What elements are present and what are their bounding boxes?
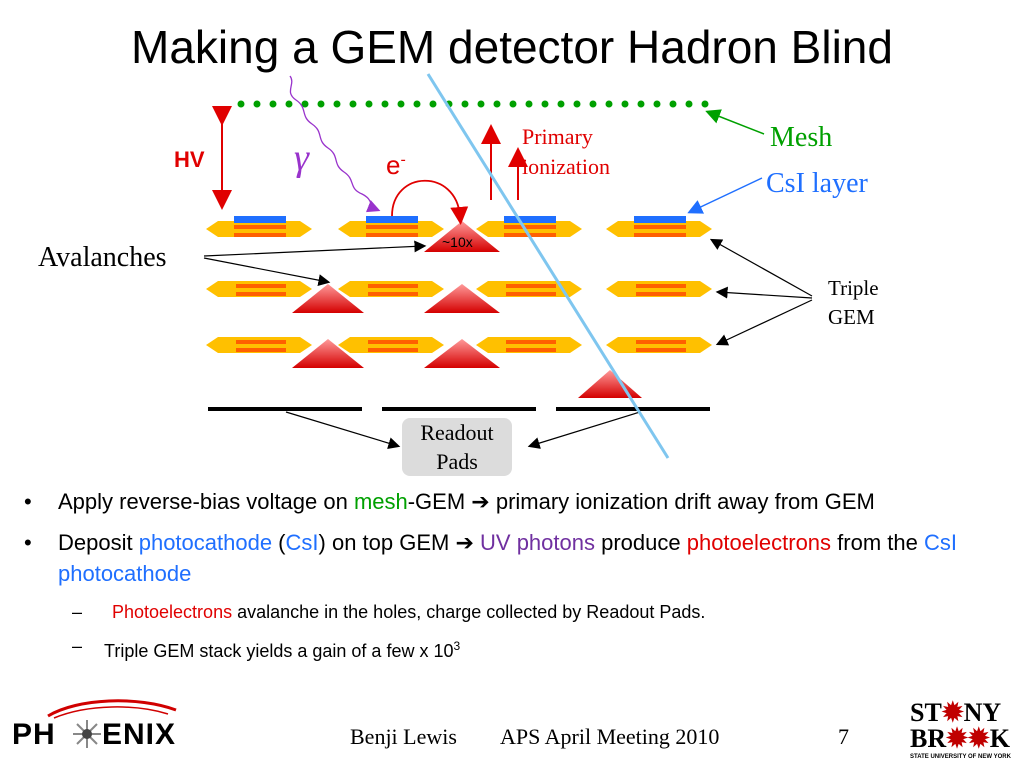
bullet-1: • Apply reverse-bias voltage on mesh-GEM…	[24, 486, 1004, 517]
bullet-list: • Apply reverse-bias voltage on mesh-GEM…	[24, 486, 1004, 672]
bullet-1-text-a: Apply reverse-bias voltage on	[58, 489, 354, 514]
sub-bullet-1-text: avalanche in the holes, charge collected…	[232, 602, 706, 622]
bullet-2: • Deposit photocathode (CsI) on top GEM …	[24, 527, 1004, 589]
bullet-dot: •	[24, 530, 32, 555]
brook-text-b: K	[989, 724, 1010, 753]
arrow-icon: ➔	[455, 530, 474, 555]
primary-ionization-label: Primary ionization	[522, 122, 610, 182]
bullet-2-uv-photons: UV photons	[473, 530, 595, 555]
electron-arrow	[391, 180, 469, 225]
stony-text-a: ST	[910, 698, 942, 727]
csi-label-arrow	[687, 177, 763, 214]
stony-brook-logo: ST✹NY BR✹✹K STATE UNIVERSITY OF NEW YORK	[910, 700, 1016, 764]
gamma-label: γ	[294, 137, 309, 179]
electron-label: e-	[386, 150, 406, 181]
stony-brook-subtitle: STATE UNIVERSITY OF NEW YORK	[910, 754, 1011, 760]
triple-gem-line1: Triple	[828, 276, 879, 300]
footer-meeting: APS April Meeting 2010	[500, 724, 720, 749]
avalanches-label: Avalanches	[38, 242, 167, 273]
stony-brook-line2: BR✹✹K	[910, 726, 1010, 752]
brook-text-a: BR	[910, 724, 947, 753]
phenix-text-b: ENIX	[102, 718, 177, 751]
triple-gem-line2: GEM	[828, 305, 875, 329]
phenix-swoosh-icon	[47, 699, 177, 748]
star-icon: ✹	[946, 724, 968, 753]
electron-symbol: e	[386, 150, 401, 180]
sub-bullet-2-text: Triple GEM stack yields a gain of a few …	[104, 641, 454, 661]
primary-ionization-line2: ionization	[522, 154, 610, 179]
bullet-2-text-b: ) on top GEM	[318, 530, 456, 555]
readout-line2: Pads	[436, 449, 478, 474]
bullet-2-csi-photocathode: CsI photocathode	[58, 530, 957, 586]
sub-bullet-2: – Triple GEM stack yields a gain of a fe…	[24, 633, 1004, 664]
avalanches-arrows	[203, 240, 427, 287]
bullet-1-text-b: -GEM	[407, 489, 472, 514]
bullet-2-paren-open: (	[272, 530, 286, 555]
star-icon: ✹	[941, 698, 964, 727]
sub-bullet-dash: –	[72, 602, 83, 622]
triple-gem-arrows	[709, 238, 813, 346]
readout-pads-label: Readout Pads	[402, 418, 512, 476]
mesh-label: Mesh	[770, 122, 833, 153]
bullet-2-text-c: produce	[594, 530, 687, 555]
bullet-2-csi: CsI	[285, 530, 319, 555]
primary-ionization-arrows	[481, 124, 528, 200]
bullet-2-photocathode: photocathode	[138, 530, 273, 555]
mesh-label-arrow	[705, 109, 765, 135]
gem-layer-2	[206, 281, 712, 297]
readout-arrows	[285, 411, 641, 449]
bullet-2-text-a: Deposit	[58, 530, 139, 555]
bullet-dot: •	[24, 489, 32, 514]
readout-line1: Readout	[420, 420, 494, 445]
gamma-photon-path	[289, 75, 381, 213]
slide-title: Making a GEM detector Hadron Blind	[131, 21, 893, 73]
star-icon: ✹	[967, 724, 990, 753]
sub-bullet-1-photoelectrons: Photoelectrons	[112, 602, 233, 622]
csi-layer-label: CsI layer	[766, 168, 868, 199]
hv-label: HV	[174, 147, 205, 172]
triple-gem-label: Triple GEM	[828, 274, 879, 332]
bullet-1-mesh: mesh	[353, 489, 408, 514]
sub-bullet-2-exponent: 3	[453, 639, 461, 653]
page-number: 7	[838, 724, 849, 749]
phenix-logo: PH ENIX	[8, 694, 198, 756]
gem-diagram	[203, 73, 813, 459]
footer-author: Benji Lewis	[350, 724, 457, 749]
bullet-1-text-c: primary ionization drift away from GEM	[489, 489, 875, 514]
avalanche-triangles	[292, 221, 642, 398]
particle-track	[426, 73, 670, 459]
gem-layer-1	[206, 216, 712, 237]
phenix-text-a: PH	[12, 718, 56, 751]
stony-brook-line1: ST✹NY	[910, 700, 1001, 726]
stony-text-b: NY	[963, 698, 1002, 727]
gain-label: ~10x	[442, 234, 473, 250]
bullet-2-photoelectrons: photoelectrons	[686, 530, 832, 555]
sub-bullet-1: – Photoelectrons avalanche in the holes,…	[24, 599, 1004, 625]
gem-layer-3	[206, 337, 712, 353]
sub-bullet-dash: –	[72, 636, 83, 656]
electron-charge: -	[400, 151, 406, 169]
bullet-2-text-d: from the	[831, 530, 924, 555]
arrow-icon: ➔	[471, 489, 490, 514]
primary-ionization-line1: Primary	[522, 124, 593, 149]
